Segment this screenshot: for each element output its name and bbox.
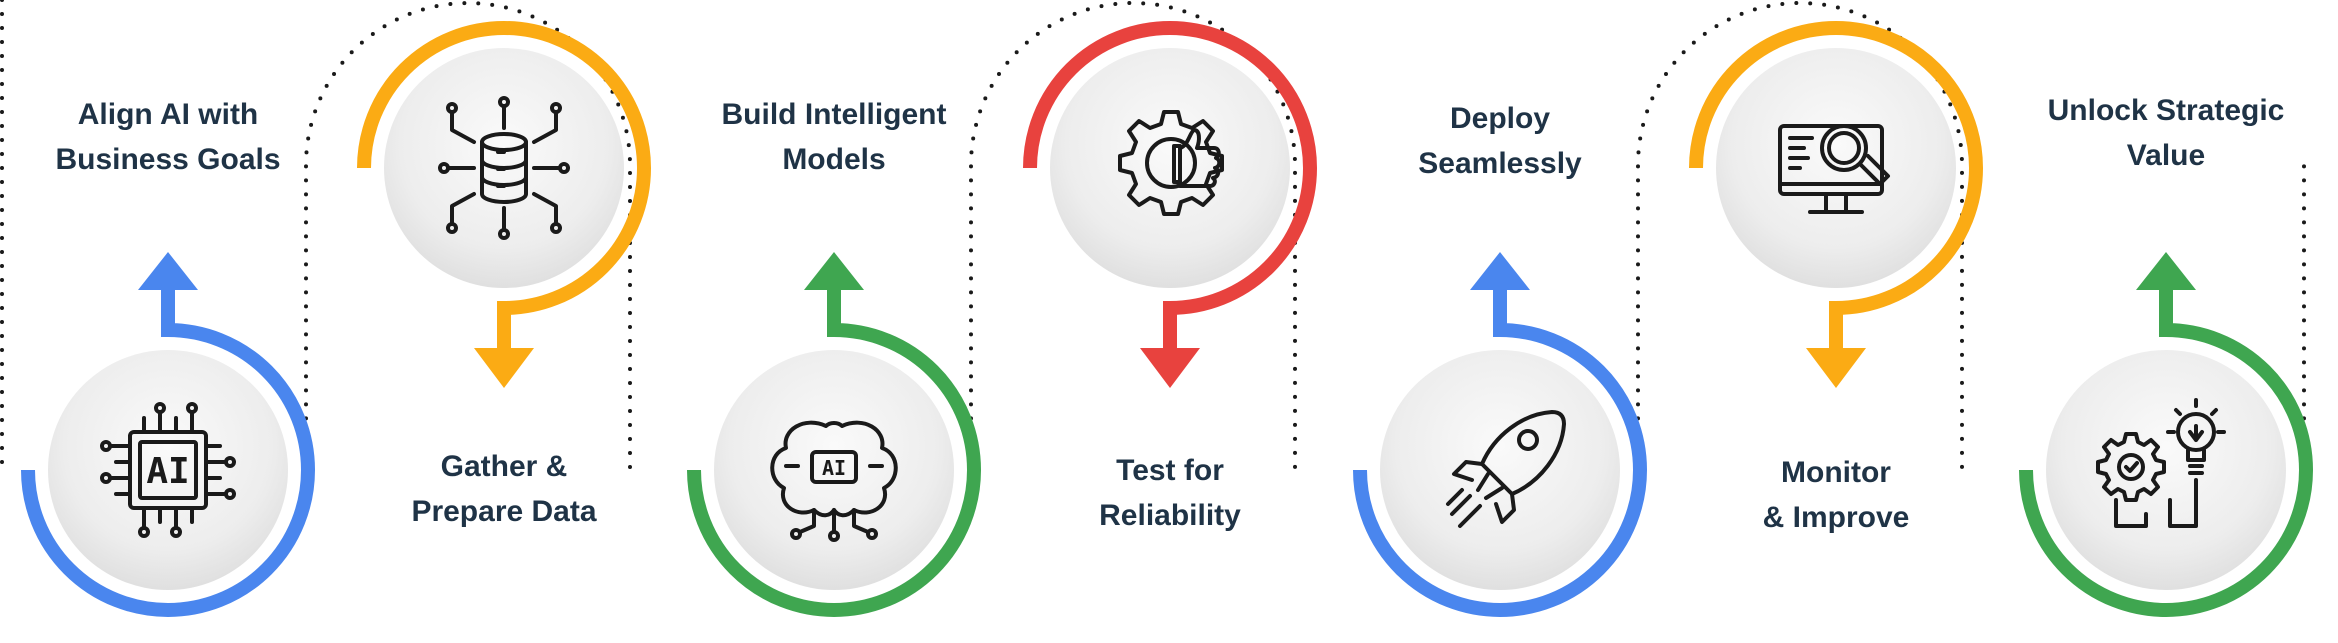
step-5-disc [1380, 350, 1620, 590]
step-7-arc-arrow [2019, 252, 2313, 617]
step-2-label-line-2: Prepare Data [411, 495, 597, 528]
svg-text:AI: AI [822, 456, 846, 480]
step-2-label: Gather & Prepare Data [354, 444, 654, 534]
step-3-label-line-2: Models [782, 143, 886, 176]
strategy-lightbulb-icon [2096, 398, 2226, 528]
step-1-label-line-1: Align AI with [77, 98, 259, 131]
step-7-label-line-1: Unlock Strategic [2047, 94, 2285, 127]
step-4-label: Test for Reliability [1020, 448, 1320, 538]
step-6-label: Monitor & Improve [1686, 450, 1986, 540]
step-5-label-line-2: Seamlessly [1418, 147, 1582, 180]
step-2-label-line-1: Gather & [440, 450, 568, 483]
step-4-label-line-1: Test for [1116, 454, 1224, 487]
svg-text:AI: AI [146, 451, 189, 492]
step-1-label-line-2: Business Goals [55, 143, 281, 176]
monitor-magnifier-icon [1778, 124, 1890, 214]
step-7-label: Unlock Strategic Value [2016, 88, 2316, 178]
step-4-label-line-2: Reliability [1099, 499, 1241, 532]
step-5-arc-arrow [1353, 252, 1647, 617]
step-6-label-line-1: Monitor [1781, 456, 1891, 489]
step-3-disc [714, 350, 954, 590]
arc-arrow-layer [21, 21, 2313, 617]
step-1-label: Align AI with Business Goals [18, 92, 318, 182]
step-4-disc [1050, 48, 1290, 288]
step-3-label: Build Intelligent Models [684, 92, 984, 182]
step-6-label-line-2: & Improve [1762, 501, 1910, 534]
step-3-label-line-1: Build Intelligent [721, 98, 947, 131]
gear-thumbs-up-icon [1118, 110, 1224, 216]
step-7-label-line-2: Value [2126, 139, 2206, 172]
step-1-disc [48, 350, 288, 590]
step-5-label: Deploy Seamlessly [1350, 96, 1650, 186]
rocket-icon [1446, 410, 1566, 528]
ai-brain-icon: AI [770, 420, 898, 542]
icon-layer: AI [100, 96, 2226, 542]
ai-chip-icon: AI [100, 402, 236, 538]
step-1-arc-arrow [21, 252, 315, 617]
step-6-arc-arrow [1689, 21, 1983, 388]
step-7-disc [2046, 350, 2286, 590]
step-4-arc-arrow [1023, 21, 1317, 388]
step-5-label-line-1: Deploy [1449, 102, 1551, 135]
step-3-arc-arrow [687, 252, 981, 617]
dotted-connector-layer [0, 0, 2306, 615]
step-2-arc-arrow [357, 21, 651, 388]
database-network-icon [438, 96, 570, 240]
